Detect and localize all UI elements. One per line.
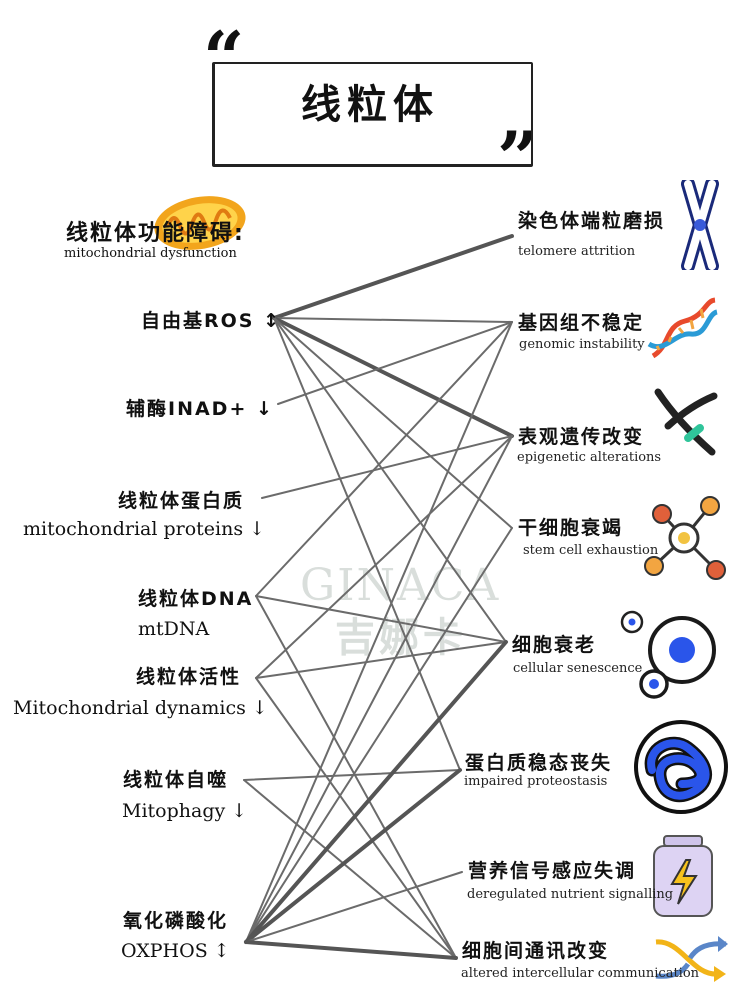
left-node-oxphos-en: OXPHOS ↕ bbox=[121, 940, 230, 962]
connection-ros-senescence bbox=[273, 317, 507, 643]
cells-icon bbox=[620, 610, 716, 699]
right-node-proteostasis: 蛋白质稳态丧失 bbox=[465, 752, 613, 774]
header-title: 线粒体功能障碍: bbox=[66, 221, 245, 246]
connection-oxphos-intercellular bbox=[244, 940, 458, 960]
header-subtitle: mitochondrial dysfunction bbox=[64, 246, 237, 261]
protein-tangle-icon bbox=[634, 720, 728, 814]
title-frame bbox=[212, 62, 533, 167]
left-node-dna: 线粒体DNA bbox=[138, 588, 254, 610]
dna-strand-icon bbox=[654, 388, 718, 456]
page-title: 线粒体 bbox=[301, 82, 439, 128]
left-node-dna-en: mtDNA bbox=[138, 618, 210, 640]
left-node-oxphos: 氧化磷酸化 bbox=[123, 910, 229, 932]
left-node-mitophagy: 线粒体自噬 bbox=[123, 769, 229, 791]
exchange-arrows-icon bbox=[655, 936, 728, 982]
connection-proteins-epigenetic bbox=[261, 435, 513, 499]
left-node-proteins-en: mitochondrial proteins ↓ bbox=[23, 518, 266, 540]
connection-ros-epigenetic bbox=[272, 316, 514, 438]
right-node-intercellular-en: altered intercellular communication bbox=[461, 966, 700, 981]
connection-oxphos-genomic bbox=[245, 321, 513, 943]
connection-ros-genomic bbox=[273, 317, 513, 323]
right-node-stemcell: 干细胞衰竭 bbox=[518, 517, 624, 539]
dna-helix-icon bbox=[647, 297, 719, 359]
right-node-telomere-en: telomere attrition bbox=[518, 244, 636, 259]
connection-ros-telomere bbox=[272, 234, 514, 320]
right-node-telomere: 染色体端粒磨损 bbox=[518, 210, 666, 232]
connection-oxphos-senescence bbox=[244, 640, 508, 944]
connection-ros-stemcell bbox=[273, 317, 513, 529]
left-node-nad: 辅酶ⅠNAD+ ↓ bbox=[126, 398, 274, 420]
left-node-dynamics: 线粒体活性 bbox=[136, 666, 242, 688]
connection-oxphos-epigenetic bbox=[245, 435, 513, 943]
mitochondria-icon bbox=[154, 196, 246, 250]
left-node-dynamics-en: Mitochondrial dynamics ↓ bbox=[13, 697, 268, 719]
connection-ros-proteostasis bbox=[273, 317, 461, 771]
right-node-epigenetic-en: epigenetic alterations bbox=[517, 450, 662, 465]
connection-oxphos-stemcell bbox=[245, 527, 513, 943]
connection-mitophagy-proteostasis bbox=[243, 769, 461, 781]
chromosome-icon bbox=[681, 180, 719, 270]
connection-dna-intercellular bbox=[255, 595, 457, 959]
connection-mitophagy-intercellular bbox=[243, 779, 457, 959]
right-node-proteostasis-en: impaired proteostasis bbox=[464, 774, 608, 789]
molecule-icon bbox=[644, 496, 726, 580]
right-node-intercellular: 细胞间通讯改变 bbox=[462, 940, 610, 962]
connection-dynamics-epigenetic bbox=[255, 435, 513, 679]
connection-nad-genomic bbox=[277, 321, 513, 405]
battery-jar-icon bbox=[653, 835, 713, 917]
left-node-mitophagy-en: Mitophagy ↓ bbox=[122, 800, 248, 822]
left-node-ros: 自由基ROS ↕ bbox=[141, 310, 282, 332]
connection-oxphos-nutrient bbox=[245, 871, 463, 943]
right-node-senescence: 细胞衰老 bbox=[512, 634, 597, 656]
right-node-stemcell-en: stem cell exhaustion bbox=[523, 543, 659, 558]
right-node-genomic-en: genomic instability bbox=[519, 337, 645, 352]
right-node-nutrient: 营养信号感应失调 bbox=[468, 860, 637, 882]
connection-dynamics-senescence bbox=[255, 641, 507, 679]
right-node-epigenetic: 表观遗传改变 bbox=[518, 426, 645, 448]
connection-dna-genomic bbox=[255, 321, 513, 597]
right-node-senescence-en: cellular senescence bbox=[513, 661, 643, 676]
right-node-nutrient-en: deregulated nutrient signalling bbox=[467, 887, 674, 902]
connection-dna-senescence bbox=[255, 595, 507, 643]
right-node-genomic: 基因组不稳定 bbox=[518, 312, 645, 334]
left-node-proteins: 线粒体蛋白质 bbox=[118, 490, 245, 512]
open-quote-mark: “ bbox=[203, 15, 245, 100]
connection-oxphos-proteostasis bbox=[244, 768, 462, 944]
